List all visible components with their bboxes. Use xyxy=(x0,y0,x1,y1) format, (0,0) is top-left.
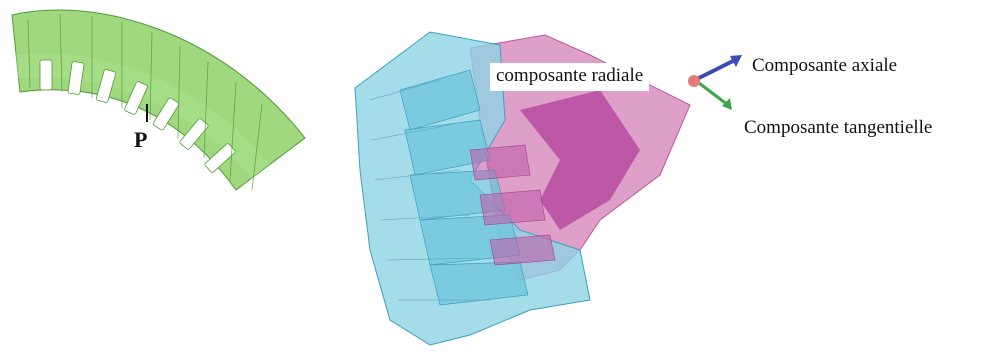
3d-stator-model xyxy=(354,31,691,346)
axial-component-label: Composante axiale xyxy=(752,55,898,76)
axis-triad-icon xyxy=(688,55,742,110)
point-label: P xyxy=(134,127,148,152)
radial-component-label: composante radiale xyxy=(490,63,650,91)
stator-segment xyxy=(11,9,306,191)
tangential-component-label: Composante tangentielle xyxy=(744,117,933,138)
